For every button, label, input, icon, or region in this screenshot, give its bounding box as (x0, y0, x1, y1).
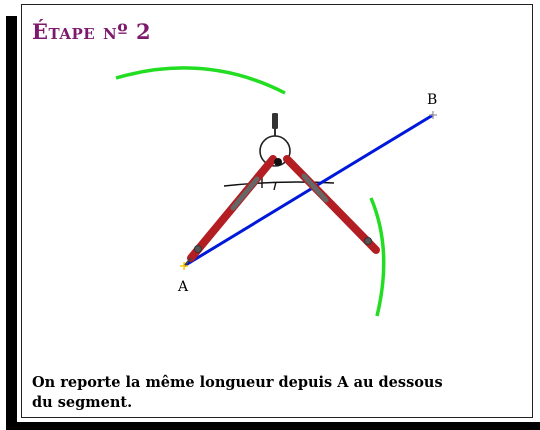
point-a-label: A (177, 279, 189, 295)
upper-arc (115, 66, 286, 95)
lower-arc (369, 197, 386, 317)
frame-bottom-shadow (6, 422, 540, 430)
compass-hinge-ring (259, 135, 291, 167)
frame-left-shadow (6, 16, 17, 428)
point-b-label: B (427, 92, 437, 108)
segment-ab (183, 113, 434, 268)
step-caption: On reporte la même longueur depuis A au … (32, 374, 443, 411)
compass (184, 113, 380, 266)
compass-handle (272, 113, 278, 129)
compass-pivot (274, 158, 282, 166)
step-title: Étape nº 2 (32, 19, 152, 44)
construction-figure: A B (115, 66, 437, 317)
point-b-marker (429, 111, 437, 119)
point-a-marker (180, 262, 188, 270)
compass-right-leg (283, 155, 380, 254)
